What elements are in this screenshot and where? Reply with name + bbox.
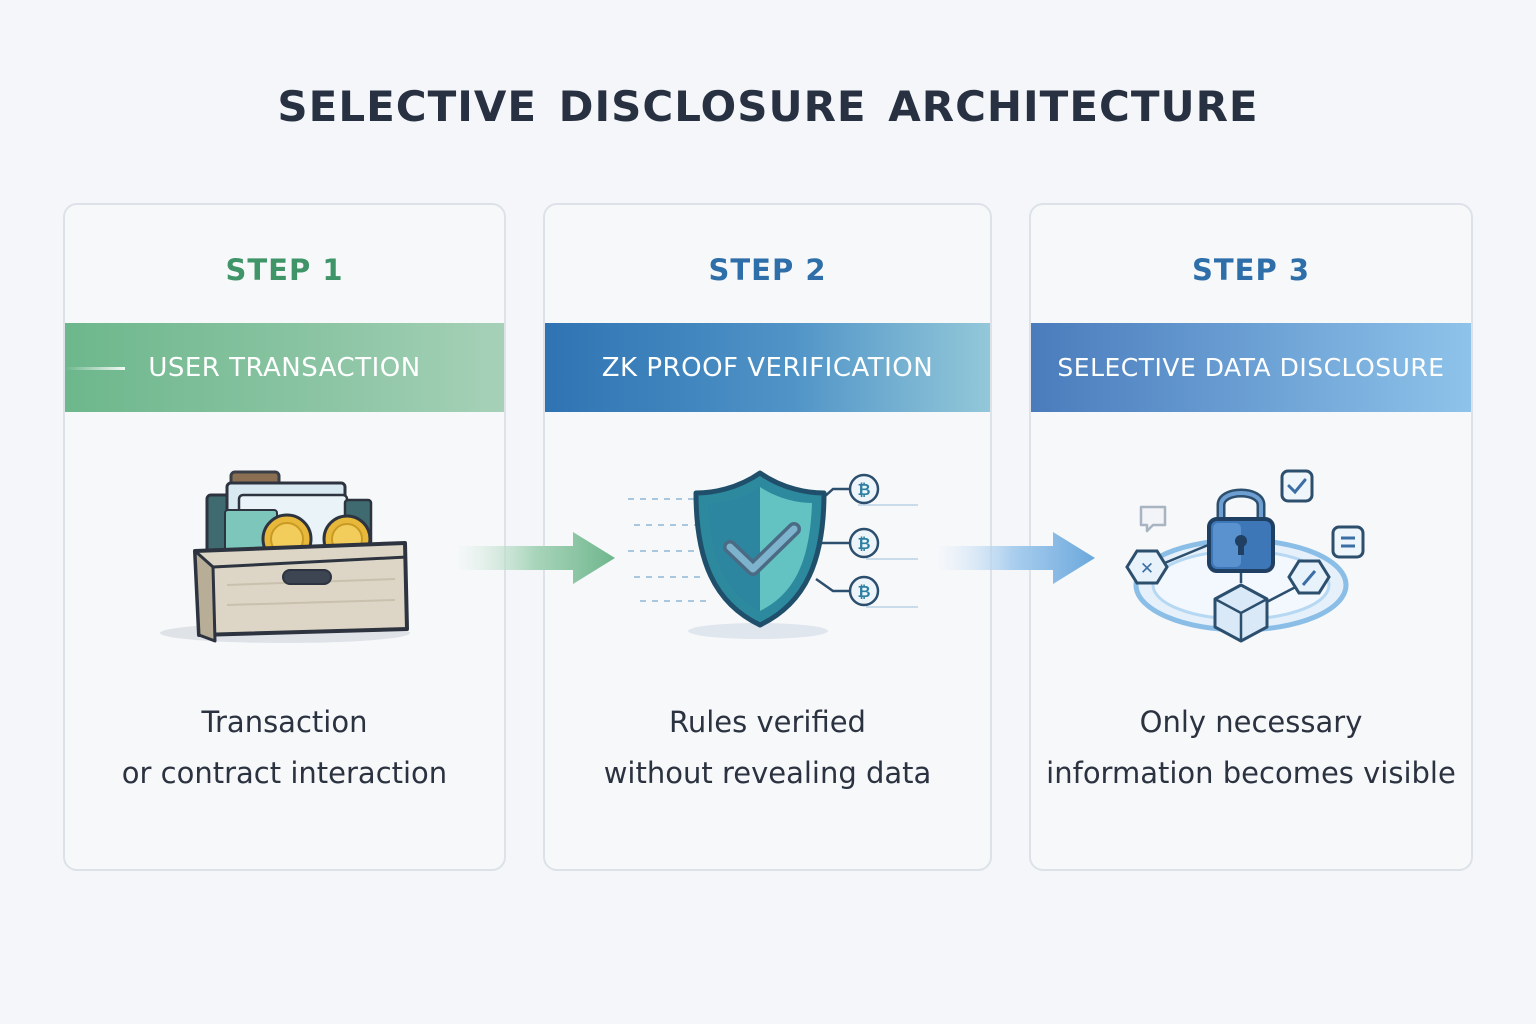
svg-text:✕: ✕ (1140, 559, 1154, 579)
step-banner-text-1: USER TRANSACTION (148, 352, 421, 383)
svg-text:₿: ₿ (857, 480, 870, 499)
step-description-3-line-1: Only necessary (1139, 705, 1363, 739)
step-banner-text-3: SELECTIVE DATA DISCLOSURE (1057, 353, 1445, 382)
flow-arrow-blue-icon (935, 532, 1095, 584)
svg-text:₿: ₿ (857, 582, 870, 601)
step-label-2: STEP 2 (708, 253, 827, 287)
step-description-3-line-2: information becomes visible (1046, 756, 1456, 790)
svg-text:₿: ₿ (857, 534, 870, 553)
step-card-2: STEP 2 ZK PROOF VERIFICATION (543, 203, 992, 871)
step-description-1-line-1: Transaction (201, 705, 368, 739)
step-card-3: STEP 3 SELECTIVE DATA DISCLOSURE ✕ (1029, 203, 1473, 871)
step-label-1: STEP 1 (225, 253, 344, 287)
shield-check-icon: ₿ ₿ ₿ (545, 455, 990, 655)
step-card-1: STEP 1 USER TRANSACTION (63, 203, 506, 871)
diagram-title: SELECTIVE DISCLOSURE ARCHITECTURE (277, 82, 1259, 131)
step-banner-1: USER TRANSACTION (65, 323, 504, 412)
banner-accent-line (65, 367, 125, 370)
step-description-2: Rules verified without revealing data (545, 697, 990, 799)
step-banner-3: SELECTIVE DATA DISCLOSURE (1031, 323, 1471, 412)
step-description-1: Transaction or contract interaction (65, 697, 504, 799)
transaction-box-icon (65, 455, 504, 655)
step-description-2-line-1: Rules verified (669, 705, 866, 739)
step-description-2-line-2: without revealing data (603, 756, 932, 790)
step-banner-2: ZK PROOF VERIFICATION (545, 323, 990, 412)
step-label-3: STEP 3 (1191, 253, 1310, 287)
step-description-1-line-2: or contract interaction (121, 756, 448, 790)
flow-arrow-green-icon (455, 532, 615, 584)
step-description-3: Only necessary information becomes visib… (1031, 697, 1471, 799)
padlock-network-icon: ✕ (1031, 455, 1471, 655)
step-banner-text-2: ZK PROOF VERIFICATION (601, 352, 934, 383)
